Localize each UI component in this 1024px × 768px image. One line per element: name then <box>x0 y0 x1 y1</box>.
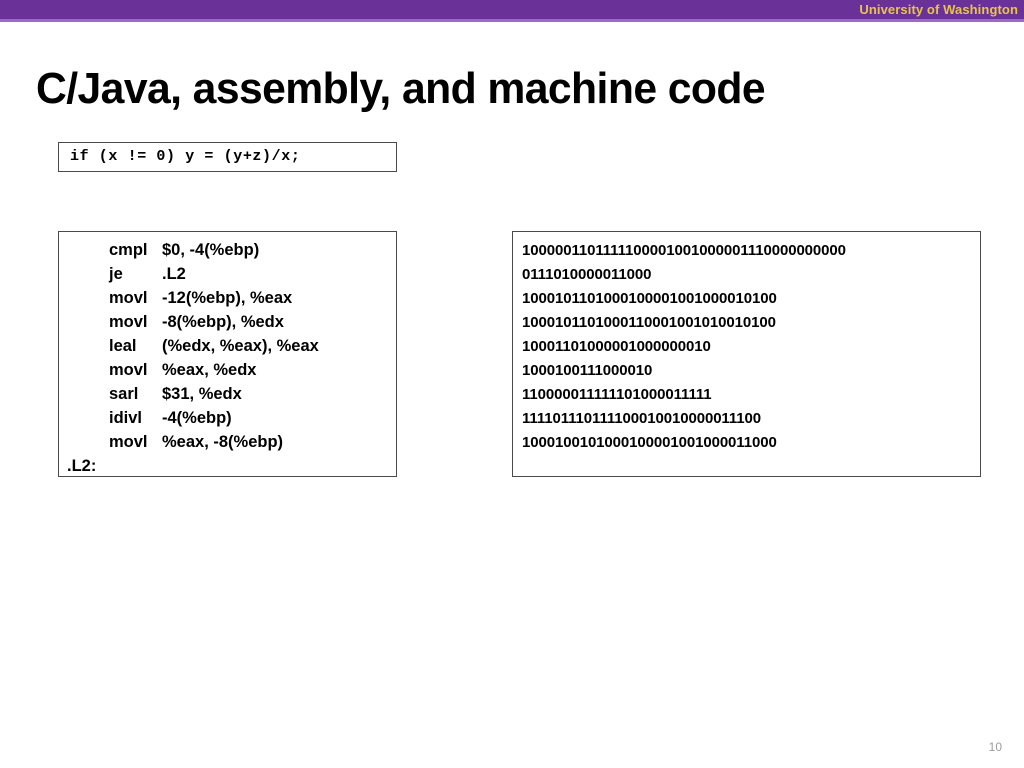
assembly-mnemonic: movl <box>109 313 148 331</box>
c-source-code: if (x != 0) y = (y+z)/x; <box>70 148 301 165</box>
assembly-mnemonic: cmpl <box>109 241 148 259</box>
assembly-code-box: cmpl $0, -4(%ebp) je .L2 movl -12(%ebp), %eax… <box>58 231 397 477</box>
assembly-operands: $31, %edx <box>162 385 242 403</box>
assembly-operands: %eax, -8(%ebp) <box>162 433 284 451</box>
assembly-instruction-row: movl %eax, -8(%ebp) <box>59 433 396 457</box>
assembly-instruction-row: leal (%edx, %eax), %eax <box>59 337 396 361</box>
organization-name: University of Washington <box>859 2 1018 17</box>
c-source-box: if (x != 0) y = (y+z)/x; <box>58 142 397 172</box>
page-number: 10 <box>988 740 1002 754</box>
assembly-mnemonic: je <box>109 265 123 283</box>
assembly-operands: -12(%ebp), %eax <box>162 289 293 307</box>
assembly-mnemonic: movl <box>109 433 148 451</box>
header-bar-underline <box>0 19 1024 22</box>
assembly-mnemonic: sarl <box>109 385 139 403</box>
assembly-operands: (%edx, %eax), %eax <box>162 337 319 355</box>
machine-code-line: 10001101000001000000010 <box>522 338 711 355</box>
assembly-instruction-row: idivl -4(%ebp) <box>59 409 396 433</box>
machine-code-line: 1000001101111100001001000001110000000000 <box>522 242 846 259</box>
assembly-instruction-row: je .L2 <box>59 265 396 289</box>
assembly-operands: -4(%ebp) <box>162 409 232 427</box>
assembly-operands: %eax, %edx <box>162 361 257 379</box>
header-bar <box>0 0 1024 19</box>
machine-code-line: 1000101101000110001001010010100 <box>522 314 776 331</box>
assembly-instruction-row: cmpl $0, -4(%ebp) <box>59 241 396 265</box>
machine-code-list: 1000001101111100001001000001110000000000… <box>522 239 989 455</box>
assembly-label: .L2: <box>67 457 97 475</box>
assembly-instruction-row: movl -12(%ebp), %eax <box>59 289 396 313</box>
assembly-instruction-row: movl %eax, %edx <box>59 361 396 385</box>
assembly-operands: $0, -4(%ebp) <box>162 241 260 259</box>
assembly-mnemonic: movl <box>109 289 148 307</box>
assembly-operands: -8(%ebp), %edx <box>162 313 284 331</box>
assembly-mnemonic: movl <box>109 361 148 379</box>
machine-code-line: 111101110111100010010000011100 <box>522 410 761 427</box>
machine-code-line: 110000011111101000011111 <box>522 386 712 403</box>
machine-code-line: 1000100111000010 <box>522 362 653 379</box>
assembly-mnemonic: idivl <box>109 409 143 427</box>
page-title: C/Java, assembly, and machine code <box>36 64 766 113</box>
assembly-instruction-row: movl -8(%ebp), %edx <box>59 313 396 337</box>
machine-code-line: 1000101101000100001001000010100 <box>522 290 777 307</box>
assembly-instruction-list: cmpl $0, -4(%ebp) je .L2 movl -12(%ebp), %eax… <box>59 241 396 481</box>
machine-code-box: 1000001101111100001001000001110000000000… <box>512 231 981 477</box>
machine-code-line: 0111010000011000 <box>522 266 652 283</box>
machine-code-line: 1000100101000100001001000011000 <box>522 434 777 451</box>
assembly-mnemonic: leal <box>109 337 137 355</box>
assembly-label-row: .L2: <box>59 457 396 481</box>
assembly-operands: .L2 <box>162 265 186 283</box>
assembly-instruction-row: sarl $31, %edx <box>59 385 396 409</box>
